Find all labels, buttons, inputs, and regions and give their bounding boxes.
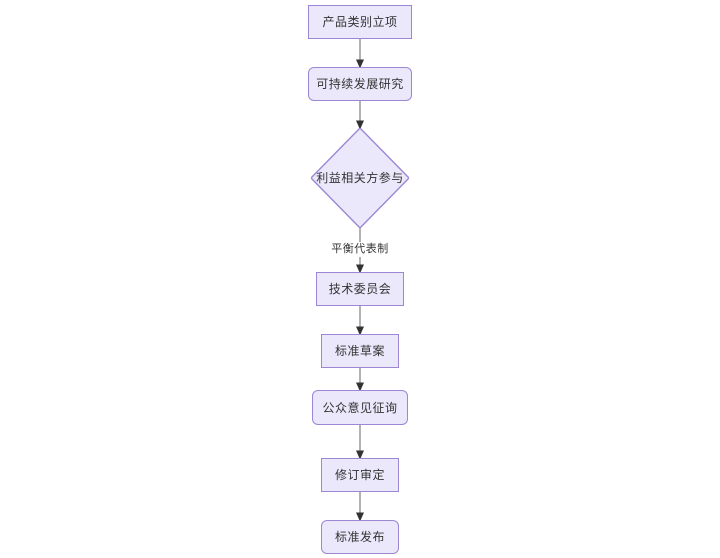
diamond-shape: [311, 128, 409, 228]
node-stakeholder-participation[interactable]: 利益相关方参与: [311, 128, 409, 228]
node-label: 修订审定: [334, 468, 385, 482]
node-label: 利益相关方参与: [316, 171, 404, 185]
node-revision-approval[interactable]: 修订审定: [321, 458, 399, 492]
node-label: 技术委员会: [328, 282, 392, 296]
node-label: 公众意见征询: [322, 400, 398, 415]
node-label-wrap: 利益相关方参与: [311, 128, 409, 228]
node-label: 产品类别立项: [322, 15, 398, 29]
node-product-category-initiation[interactable]: 产品类别立项: [308, 5, 412, 39]
edge-label-text: 平衡代表制: [331, 243, 389, 255]
node-label: 标准草案: [334, 344, 385, 358]
node-public-consultation[interactable]: 公众意见征询: [312, 390, 408, 425]
node-label: 可持续发展研究: [316, 77, 404, 91]
node-standard-draft[interactable]: 标准草案: [321, 334, 399, 368]
edge-label-balanced-representation: 平衡代表制: [328, 242, 392, 257]
node-label: 标准发布: [334, 530, 385, 544]
node-standard-publication[interactable]: 标准发布: [321, 520, 399, 554]
node-technical-committee[interactable]: 技术委员会: [316, 272, 404, 306]
node-sustainability-research[interactable]: 可持续发展研究: [308, 67, 412, 101]
